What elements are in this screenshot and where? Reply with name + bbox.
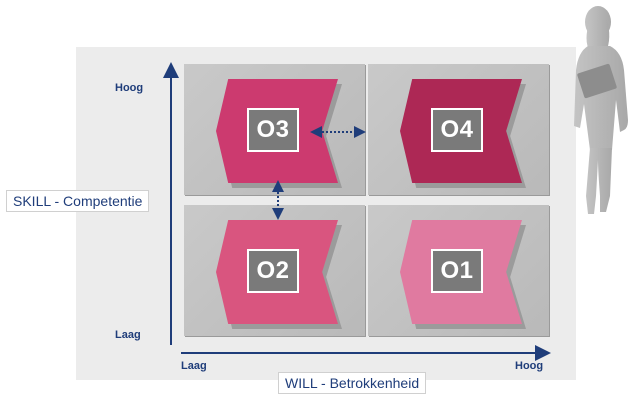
quadrant-label-o1: O1 (431, 249, 483, 293)
quadrant-o4: O4 (368, 64, 549, 195)
x-axis-low-label: Laag (181, 360, 207, 372)
quadrant-o1: O1 (368, 205, 549, 336)
x-axis-title: WILL - Betrokkenheid (278, 372, 427, 394)
y-axis-low-label: Laag (115, 329, 141, 341)
y-axis-high-label: Hoog (115, 82, 144, 94)
businesswoman-figure (574, 6, 628, 214)
x-axis-high-label: Hoog (515, 360, 544, 372)
quadrant-label-o3: O3 (247, 108, 299, 152)
quadrant-label-o4: O4 (431, 108, 483, 152)
quadrant-o2: O2 (184, 205, 365, 336)
y-axis-title: SKILL - Competentie (6, 190, 150, 212)
quadrant-label-o2: O2 (247, 249, 299, 293)
